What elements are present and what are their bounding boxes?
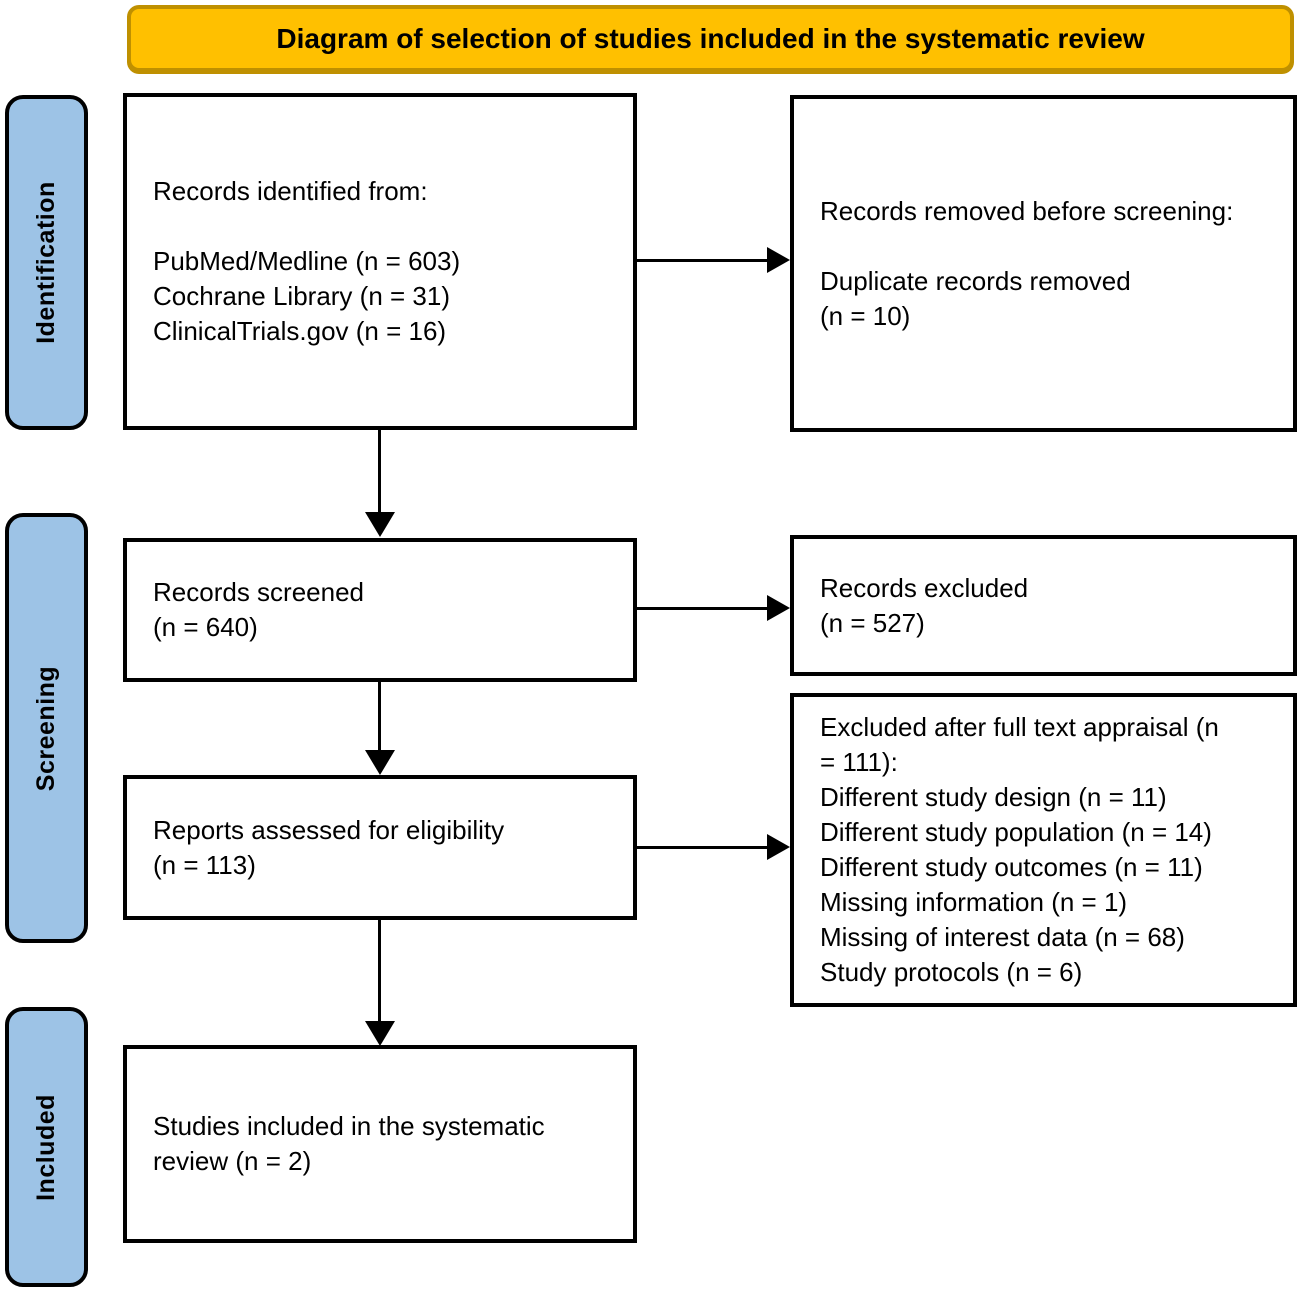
arrow-assessed-to-included-line	[378, 920, 381, 1023]
arrow-identified-to-screened-line	[378, 430, 381, 514]
arrow-screened-to-assessed-line	[378, 682, 381, 752]
box-text-line: Studies included in the systematic	[153, 1111, 545, 1141]
arrowhead-down-icon	[365, 750, 395, 775]
stage-label-included-text: Included	[32, 1093, 61, 1201]
box-text-line: Duplicate records removed	[820, 265, 1131, 296]
box-records-excluded: Records excluded (n = 527)	[790, 535, 1297, 676]
box-text-line: Different study population (n = 14)	[820, 817, 1212, 847]
box-text-line: PubMed/Medline (n = 603)	[153, 246, 461, 276]
arrowhead-down-icon	[365, 512, 395, 537]
box-text-line: Missing of interest data (n = 68)	[820, 922, 1185, 952]
box-text-line: Different study outcomes (n = 11)	[820, 852, 1203, 882]
box-reports-assessed-for-eligibility: Reports assessed for eligibility (n = 113…	[123, 775, 637, 920]
arrowhead-down-icon	[365, 1021, 395, 1046]
box-text-line: = 111):	[820, 747, 898, 777]
box-text-line: (n = 10)	[820, 300, 911, 331]
arrow-assessed-to-fulltext-excluded-line	[637, 846, 769, 849]
box-text-line: Records removed before screening:	[820, 195, 1234, 226]
box-text-line: (n = 113)	[153, 849, 256, 880]
diagram-title-text: Diagram of selection of studies included…	[276, 22, 1145, 54]
box-text-line: ClinicalTrials.gov (n = 16)	[153, 316, 447, 346]
box-text-line: Records excluded	[820, 572, 1029, 603]
box-text-line	[820, 229, 1277, 264]
stage-label-screening-text: Screening	[32, 665, 60, 791]
arrowhead-right-icon	[767, 247, 790, 273]
box-records-removed-before-screening: Records removed before screening: Duplica…	[790, 95, 1297, 432]
arrow-screened-to-excluded-line	[637, 607, 769, 610]
box-text-line: (n = 527)	[820, 607, 925, 638]
stage-label-included: Included	[5, 1007, 88, 1287]
box-text-line: Different study design (n = 11)	[820, 782, 1167, 812]
box-text-line: (n = 640)	[153, 612, 258, 642]
arrow-identified-to-removed-line	[637, 259, 769, 262]
arrowhead-right-icon	[767, 834, 790, 860]
box-text-line: Reports assessed for eligibility	[153, 814, 505, 845]
box-text-line: Cochrane Library (n = 31)	[153, 281, 450, 311]
box-records-screened: Records screened (n = 640)	[123, 538, 637, 682]
box-text-line: Records screened	[153, 577, 364, 607]
diagram-title: Diagram of selection of studies included…	[127, 5, 1294, 72]
stage-label-identification-text: Identification	[32, 181, 60, 344]
box-records-identified: Records identified from: PubMed/Medline (…	[123, 93, 637, 430]
box-text-line: Excluded after full text appraisal (n	[820, 712, 1219, 742]
box-text-line: Missing information (n = 1)	[820, 887, 1128, 917]
box-excluded-after-full-text-appraisal: Excluded after full text appraisal (n = 1…	[790, 693, 1297, 1007]
box-text-line: Records identified from:	[153, 176, 428, 206]
arrowhead-right-icon	[767, 595, 790, 621]
box-text-line: Study protocols (n = 6)	[820, 957, 1083, 987]
box-text-line: review (n = 2)	[153, 1146, 312, 1176]
box-studies-included-in-review: Studies included in the systematic review…	[123, 1045, 637, 1243]
box-text-line	[153, 209, 617, 244]
stage-label-screening: Screening	[5, 513, 88, 943]
stage-label-identification: Identification	[5, 95, 88, 430]
